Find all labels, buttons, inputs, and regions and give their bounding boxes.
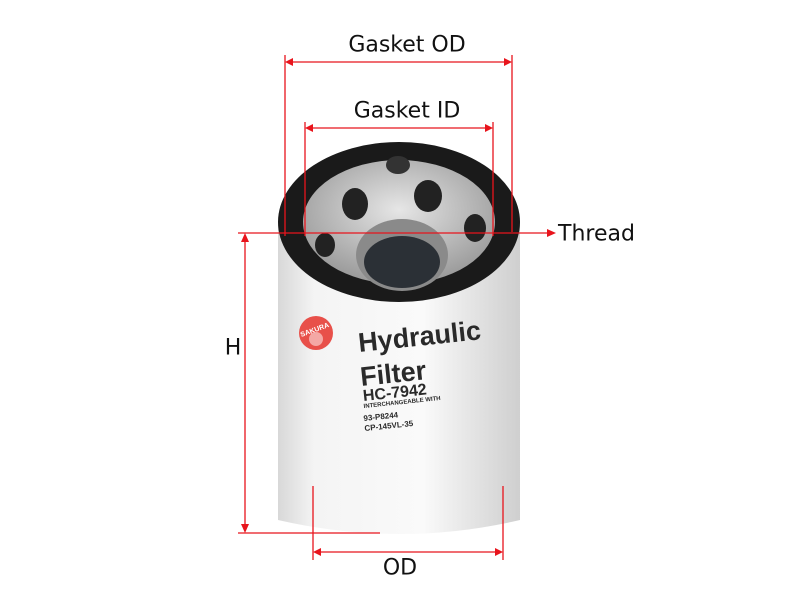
od-label: OD	[382, 555, 418, 581]
dimension-lines	[238, 55, 556, 560]
brand-logo	[299, 316, 333, 350]
height-label: H	[224, 335, 242, 361]
gasket-od-label: Gasket OD	[348, 32, 466, 58]
gasket-id-label: Gasket ID	[353, 98, 461, 124]
filter-body	[278, 142, 520, 534]
thread-label: Thread	[558, 221, 635, 247]
